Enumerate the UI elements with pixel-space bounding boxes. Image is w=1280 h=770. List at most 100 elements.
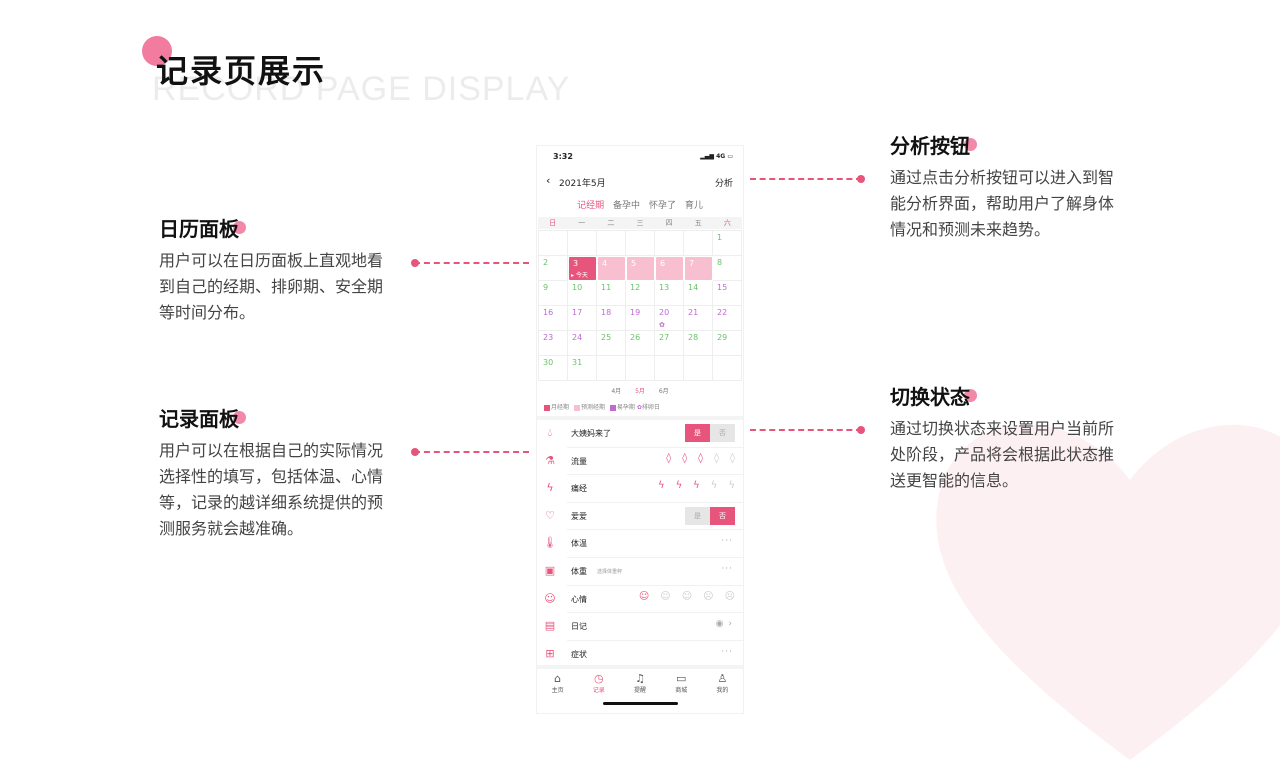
mood-selector[interactable]: ☺ ☺ ☺ ☹ ☹	[639, 591, 735, 602]
ovulation-icon: ✿	[659, 321, 665, 329]
mood-icon[interactable]: ☹	[724, 590, 735, 602]
calendar-day-ovulation[interactable]: 20✿	[655, 306, 684, 331]
tab-shop[interactable]: ▭商城	[661, 669, 702, 713]
tab-profile[interactable]: ♙我的	[702, 669, 743, 713]
tab-reminder[interactable]: ♫提醒	[619, 669, 660, 713]
calendar-day[interactable]: 23	[539, 331, 568, 356]
signal-icon: ▂▄▆ 4G ▭	[700, 153, 733, 160]
drop-icon[interactable]: ◊	[682, 452, 688, 464]
calendar-day[interactable]: 15	[713, 281, 742, 306]
drop-icon[interactable]: ◊	[714, 452, 720, 464]
calendar-day[interactable]: 18	[597, 306, 626, 331]
lightning-icon[interactable]: ϟ	[675, 480, 683, 492]
more-icon[interactable]: ···	[721, 563, 733, 574]
calendar-day-period[interactable]: 5	[627, 257, 654, 280]
calendar-day-period[interactable]: 7	[685, 257, 712, 280]
mode-tabs: 记经期 备孕中 怀孕了 育儿	[537, 198, 743, 211]
tab-home[interactable]: ⌂主页	[537, 669, 578, 713]
scale-icon: ▣	[544, 563, 556, 577]
calendar-annotation-title: 日历面板	[159, 217, 239, 241]
analysis-annotation-title: 分析按钮	[890, 134, 970, 158]
legend-swatch	[544, 404, 550, 411]
calendar-day[interactable]: 19	[626, 306, 655, 331]
drop-icon[interactable]: ◊	[666, 452, 672, 464]
calendar-day-period[interactable]: 6	[656, 257, 683, 280]
calendar-day[interactable]: 16	[539, 306, 568, 331]
weekday: 四	[665, 219, 673, 227]
calendar-day[interactable]: 21	[684, 306, 713, 331]
lightning-icon[interactable]: ϟ	[693, 480, 700, 492]
calendar-day[interactable]: 30	[539, 356, 568, 381]
month-current[interactable]: 5月	[635, 388, 645, 395]
lightning-icon[interactable]: ϟ	[728, 480, 735, 492]
calendar-day[interactable]: 11	[597, 281, 626, 306]
tab-period[interactable]: 记经期	[577, 201, 605, 211]
analysis-connector	[750, 175, 865, 183]
heart-icon: ♡	[545, 508, 555, 522]
calendar-day[interactable]: 10	[568, 281, 597, 306]
record-row: ϟ 痛经 ϟ ϟ ϟ ϟ ϟ	[546, 475, 743, 503]
switch-annotation-desc: 通过切换状态来设置用户当前所处阶段，产品将会根据此状态推送更智能的信息。	[890, 419, 1115, 490]
record-panel: 💧︎ 大姨妈来了 是 否 ⚗ 流量 ◊ ◊ ◊ ◊ ◊ ϟ 痛经 ϟ ϟ	[537, 416, 743, 669]
mood-icon[interactable]: ☺	[681, 590, 693, 602]
lightning-icon[interactable]: ϟ	[657, 480, 665, 492]
month-next[interactable]: 6月	[658, 388, 669, 395]
calendar-day[interactable]: 29	[713, 331, 742, 356]
calendar-day[interactable]: 1	[713, 231, 742, 256]
record-annotation-desc: 用户可以在根据自己的实际情况选择性的填写，包括体温、心情等，记录的越详细系统提供…	[159, 441, 384, 538]
switch-annotation: 切换状态 通过切换状态来设置用户当前所处阶段，产品将会根据此状态推送更智能的信息…	[890, 381, 1128, 494]
calendar-day[interactable]: 31	[568, 356, 597, 381]
calendar-day[interactable]: 14	[684, 281, 713, 306]
analysis-button[interactable]: 分析	[714, 179, 733, 189]
tab-trying[interactable]: 备孕中	[613, 201, 641, 211]
mood-icon[interactable]: ☹	[703, 590, 714, 602]
calendar-day[interactable]: 2	[539, 256, 568, 281]
yes-button[interactable]: 是	[685, 506, 710, 525]
weekday: 二	[607, 219, 615, 227]
legend-swatch	[609, 404, 616, 411]
calendar-day[interactable]: 27	[655, 331, 684, 356]
yes-button[interactable]: 是	[685, 424, 710, 442]
tab-record[interactable]: ◷记录	[578, 669, 619, 713]
calendar-day[interactable]: 26	[626, 331, 655, 356]
calendar-empty-cell	[713, 356, 742, 381]
calendar-day[interactable]: 25	[597, 331, 626, 356]
calendar-empty-cell	[597, 231, 626, 256]
record-row[interactable]: ▤ 日记 ◉ ›	[545, 613, 743, 641]
calendar-day[interactable]: 8	[713, 256, 742, 281]
camera-icon[interactable]: ◉ ›	[715, 619, 733, 630]
record-row[interactable]: 🌡︎ 体温 ···	[543, 530, 743, 558]
record-row[interactable]: ▣ 体重 选择体重秤 ···	[545, 558, 743, 586]
tab-parenting[interactable]: 育儿	[684, 201, 703, 211]
no-button[interactable]: 否	[710, 506, 735, 525]
back-icon[interactable]: ‹	[546, 174, 551, 187]
calendar-day[interactable]: 13	[655, 281, 684, 306]
record-label: 爱爱	[571, 511, 587, 521]
tab-pregnant[interactable]: 怀孕了	[648, 201, 676, 211]
smile-icon: ☺	[544, 591, 556, 605]
no-button[interactable]: 否	[710, 424, 735, 442]
more-icon[interactable]: ···	[721, 646, 733, 657]
switch-annotation-title: 切换状态	[890, 385, 970, 409]
calendar-day[interactable]: 28	[684, 331, 713, 356]
bottom-tab-bar: ⌂主页 ◷记录 ♫提醒 ▭商城 ♙我的	[537, 665, 743, 713]
record-row: ⚗ 流量 ◊ ◊ ◊ ◊ ◊	[545, 448, 743, 476]
mood-happy-icon[interactable]: ☺	[638, 590, 650, 602]
record-row: ♡ 爱爱 是 否	[545, 503, 743, 531]
calendar-day[interactable]: 17	[568, 306, 597, 331]
more-icon[interactable]: ···	[721, 536, 733, 547]
mood-icon[interactable]: ☺	[660, 590, 671, 602]
calendar-day-today[interactable]: 3▸ 今天	[569, 257, 596, 280]
calendar-day-period[interactable]: 4	[598, 257, 625, 280]
lightning-icon[interactable]: ϟ	[710, 480, 718, 492]
pain-selector[interactable]: ϟ ϟ ϟ ϟ ϟ	[658, 480, 735, 491]
month-prev[interactable]: 4月	[611, 388, 622, 395]
flow-selector[interactable]: ◊ ◊ ◊ ◊ ◊	[666, 453, 735, 464]
drop-icon[interactable]: ◊	[730, 452, 735, 464]
calendar-day[interactable]: 9	[539, 281, 568, 306]
calendar-day[interactable]: 12	[626, 281, 655, 306]
drop-icon[interactable]: ◊	[698, 452, 704, 464]
calendar-day[interactable]: 22	[713, 306, 742, 331]
calendar-day[interactable]: 24	[568, 331, 597, 356]
thermometer-icon: 🌡︎	[543, 536, 557, 550]
